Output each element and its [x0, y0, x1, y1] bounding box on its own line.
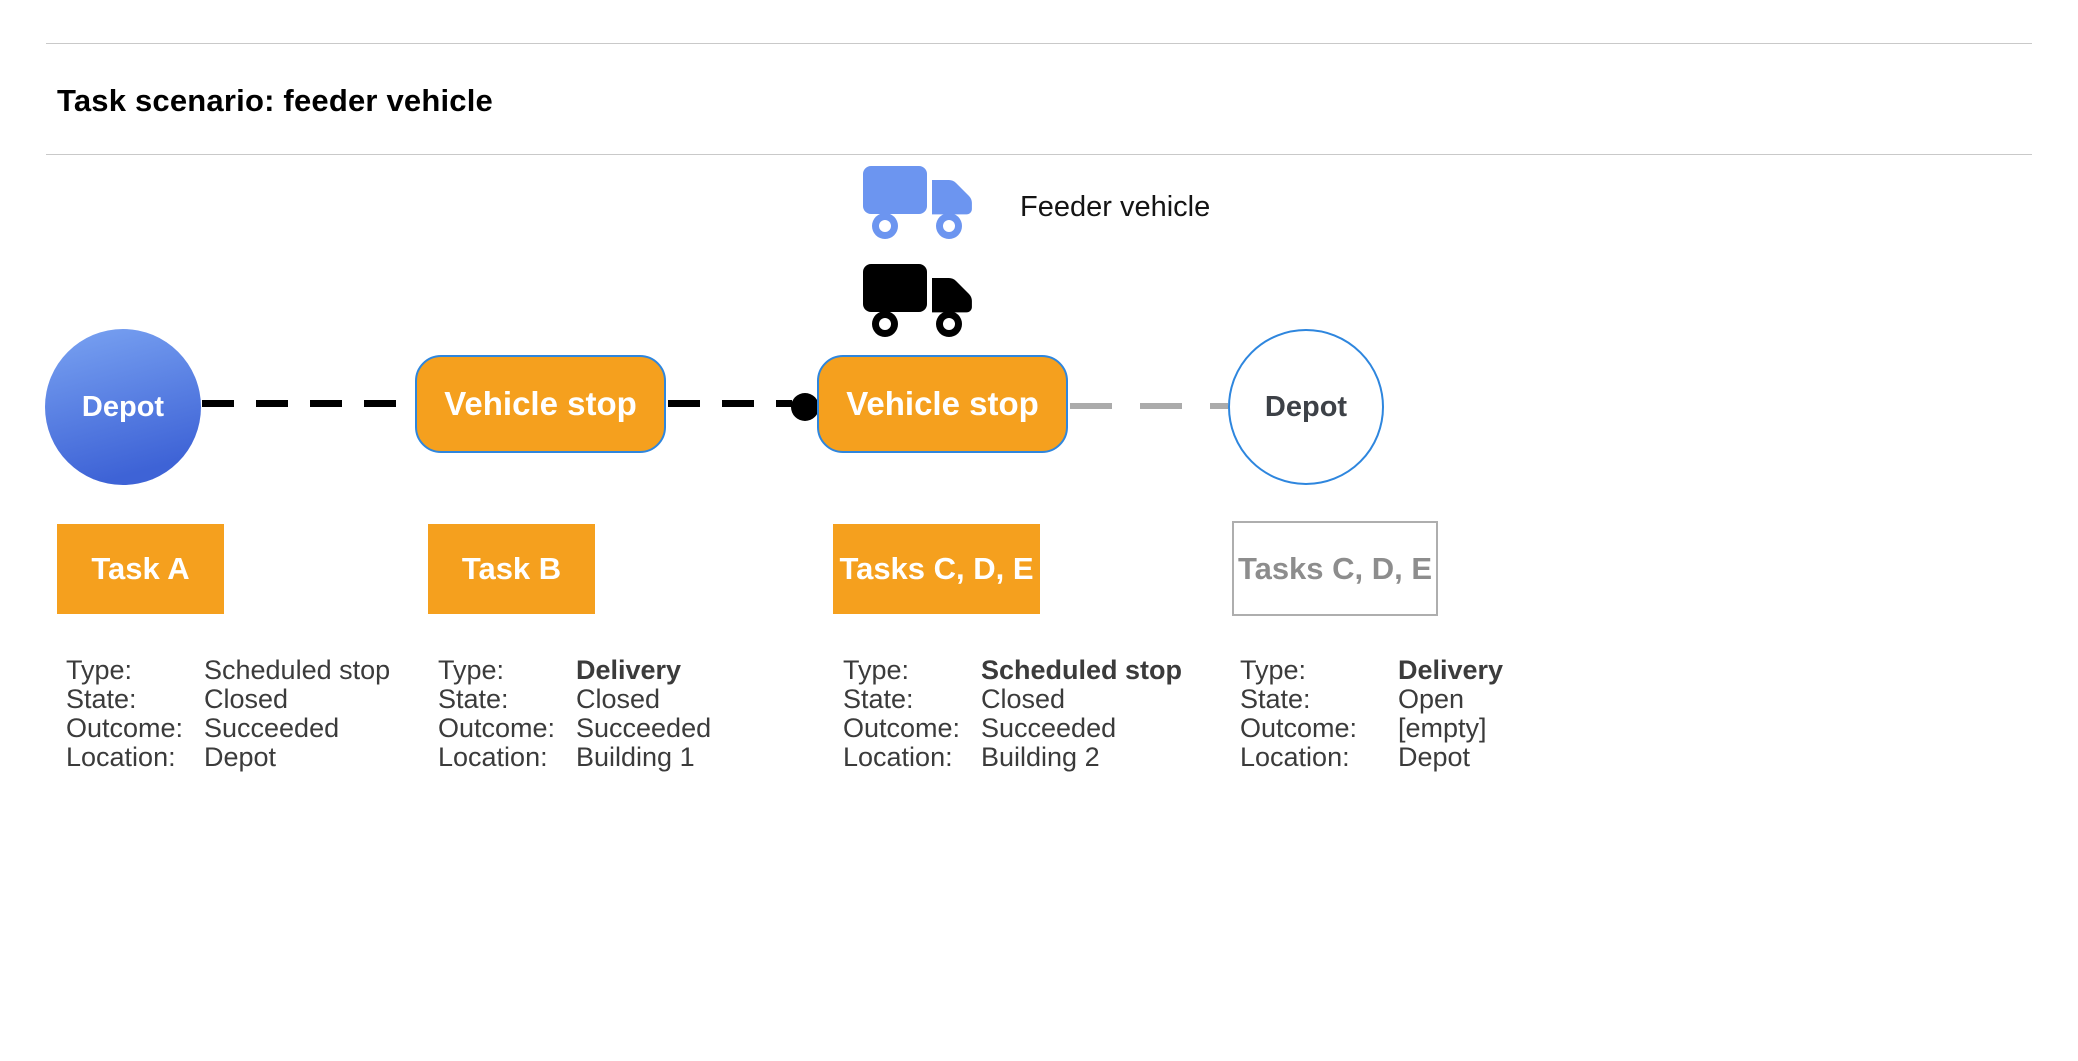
- node-label: Vehicle stop: [846, 385, 1039, 422]
- detail-row: State: Closed: [66, 685, 390, 714]
- detail-row: Outcome: Succeeded: [66, 714, 390, 743]
- detail-row: Outcome: Succeeded: [843, 714, 1182, 743]
- detail-row: Location: Depot: [1240, 743, 1503, 772]
- detail-value: Scheduled stop: [204, 655, 391, 685]
- detail-value: [empty]: [1398, 713, 1487, 743]
- detail-value: Succeeded: [576, 713, 712, 743]
- route-edge-2: [668, 400, 792, 407]
- node-depot-end: Depot: [1228, 329, 1384, 485]
- detail-key: State:: [1240, 684, 1311, 714]
- node-label: Depot: [81, 390, 165, 423]
- detail-value: Closed: [981, 684, 1066, 714]
- task-b-box: Task B: [428, 524, 595, 614]
- route-edge-3: [1070, 403, 1228, 409]
- page-title: Task scenario: feeder vehicle: [57, 83, 494, 118]
- task-a-details: Type: Scheduled stop State: Closed Outco…: [66, 656, 390, 772]
- detail-row: Location: Building 1: [438, 743, 711, 772]
- detail-value: Open: [1398, 684, 1465, 714]
- task-b-details: Type: Delivery State: Closed Outcome: Su…: [438, 656, 711, 772]
- tasks-cde-pending-box: Tasks C, D, E: [1232, 521, 1438, 616]
- detail-value: Delivery: [1398, 655, 1504, 685]
- detail-key: Outcome:: [438, 713, 556, 743]
- detail-row: Type: Delivery: [1240, 656, 1503, 685]
- detail-key: Type:: [66, 655, 133, 685]
- detail-row: Location: Depot: [66, 743, 390, 772]
- node-depot-start: Depot: [45, 329, 201, 485]
- detail-row: Outcome: Succeeded: [438, 714, 711, 743]
- detail-row: State: Closed: [438, 685, 711, 714]
- detail-row: Outcome: [empty]: [1240, 714, 1503, 743]
- node-vehicle-stop-2: Vehicle stop: [817, 355, 1068, 453]
- detail-row: Type: Scheduled stop: [66, 656, 390, 685]
- task-label: Tasks C, D, E: [839, 551, 1034, 586]
- feeder-truck-icon: [863, 164, 975, 246]
- detail-value: Closed: [204, 684, 289, 714]
- node-vehicle-stop-1: Vehicle stop: [415, 355, 666, 453]
- detail-key: Location:: [438, 742, 548, 772]
- detail-value: Building 2: [981, 742, 1100, 772]
- task-label: Task B: [461, 551, 562, 586]
- node-label: Depot: [1264, 390, 1348, 423]
- detail-key: Location:: [1240, 742, 1350, 772]
- tasks-cde-box: Tasks C, D, E: [833, 524, 1040, 614]
- detail-key: Location:: [66, 742, 176, 772]
- node-label: Vehicle stop: [444, 385, 637, 422]
- detail-value: Succeeded: [981, 713, 1117, 743]
- divider-middle: [46, 154, 2032, 155]
- detail-key: Type:: [438, 655, 505, 685]
- route-edge-1: [202, 400, 415, 407]
- detail-row: Type: Delivery: [438, 656, 711, 685]
- detail-row: Location: Building 2: [843, 743, 1182, 772]
- task-label: Tasks C, D, E: [1237, 550, 1433, 586]
- detail-key: Outcome:: [843, 713, 961, 743]
- detail-key: Outcome:: [1240, 713, 1358, 743]
- tasks-cde-pending-details: Type: Delivery State: Open Outcome: [emp…: [1240, 656, 1503, 772]
- detail-value: Depot: [1398, 742, 1471, 772]
- detail-row: State: Closed: [843, 685, 1182, 714]
- detail-row: Type: Scheduled stop: [843, 656, 1182, 685]
- detail-row: State: Open: [1240, 685, 1503, 714]
- task-label: Task A: [91, 551, 190, 586]
- tasks-cde-details: Type: Scheduled stop State: Closed Outco…: [843, 656, 1182, 772]
- detail-key: State:: [843, 684, 914, 714]
- detail-key: Type:: [1240, 655, 1307, 685]
- detail-value: Delivery: [576, 655, 682, 685]
- detail-key: State:: [66, 684, 137, 714]
- detail-key: Outcome:: [66, 713, 184, 743]
- route-junction-dot: [791, 393, 819, 421]
- divider-top: [46, 43, 2032, 44]
- detail-key: State:: [438, 684, 509, 714]
- detail-value: Scheduled stop: [981, 655, 1183, 685]
- detail-value: Succeeded: [204, 713, 340, 743]
- detail-value: Building 1: [576, 742, 695, 772]
- feeder-vehicle-label: Feeder vehicle: [1020, 191, 1211, 223]
- detail-value: Depot: [204, 742, 277, 772]
- detail-value: Closed: [576, 684, 661, 714]
- vehicle-truck-icon: [863, 262, 975, 344]
- detail-key: Location:: [843, 742, 953, 772]
- task-a-box: Task A: [57, 524, 224, 614]
- detail-key: Type:: [843, 655, 910, 685]
